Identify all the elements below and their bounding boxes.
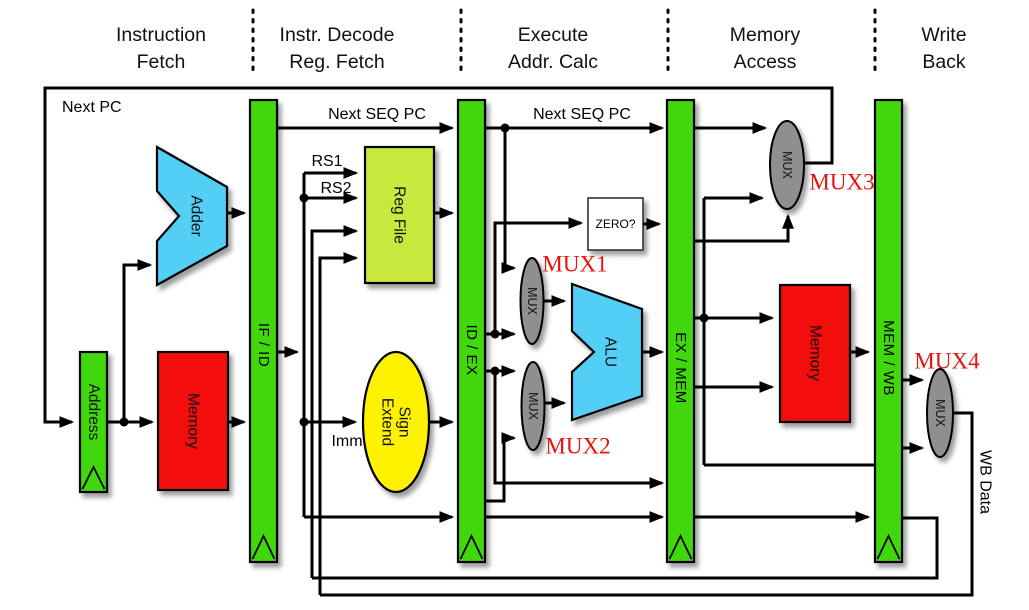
label-zero-test: ZERO? [595, 217, 635, 231]
label-sign-extend-line1: Sign [396, 406, 413, 437]
wire-nextseq-to-mux1 [501, 128, 517, 274]
label-rs2: RS2 [320, 180, 351, 197]
junction-pc [119, 417, 129, 427]
wire-wb-data-loop [320, 411, 974, 597]
pipeline-register-id-ex [456, 98, 487, 564]
label-imm: Imm [331, 433, 362, 450]
clock-triangles [81, 464, 901, 560]
label-mem-wb: MEM / WB [880, 320, 897, 396]
wire-write-data [318, 252, 359, 595]
junction-b-operand [490, 366, 500, 376]
block-labels: IF / ID ID / EX EX / MEM MEM / WB Addres… [85, 151, 947, 449]
label-rs1: RS1 [311, 153, 342, 170]
wire-a-to-zero [493, 217, 584, 334]
label-sign-extend-line2: Extend [379, 398, 396, 446]
data-memory [778, 283, 852, 424]
label-alu: ALU [602, 337, 619, 367]
pipeline-register-if-id [248, 98, 279, 564]
junction-a-operand [490, 329, 500, 339]
label-reg-file: Reg File [391, 186, 408, 244]
wire-next-pc-loop [43, 86, 834, 428]
junction-alu-result [699, 313, 709, 323]
label-mux3: MUX [780, 151, 794, 179]
stage-title-decode-line1: Instr. Decode [280, 24, 395, 46]
wire-rd-loop [312, 516, 939, 580]
label-ex-mem: EX / MEM [672, 332, 689, 404]
register-file [363, 145, 436, 285]
stage-title-memory-line2: Access [734, 51, 797, 73]
wire-write-register [310, 225, 359, 578]
stage-title-writeback-line2: Back [922, 51, 966, 73]
pipeline-register-mem-wb [873, 98, 904, 564]
label-mux2: MUX [526, 392, 540, 420]
stage-title-execute-line1: Execute [518, 24, 588, 46]
label-wb-data: WB Data [977, 450, 994, 514]
clock-triangle-address [81, 464, 106, 490]
annotation-mux4: MUX4 [914, 349, 980, 374]
stage-separators [251, 8, 877, 78]
clock-triangle-mem-wb [876, 533, 901, 560]
stage-title-decode-line2: Reg. Fetch [289, 51, 384, 73]
label-id-ex: ID / EX [463, 324, 480, 375]
label-mux4: MUX [933, 399, 947, 427]
stage-title-instruction-fetch-line2: Fetch [137, 51, 186, 73]
label-next-seq-pc-ex: Next SEQ PC [533, 106, 631, 123]
wire-b-bypass-to-exmem [493, 371, 665, 489]
mux-annotations: MUX1 MUX2 MUX3 MUX4 [542, 170, 980, 459]
clock-triangle-if-id [251, 533, 276, 560]
mux3 [769, 120, 805, 210]
stage-title-writeback-line1: Write [921, 24, 966, 46]
wire-imm-to-mux2 [485, 432, 517, 503]
annotation-mux1: MUX1 [542, 252, 607, 277]
clock-triangle-ex-mem [668, 533, 693, 560]
label-instruction-memory: Memory [185, 393, 202, 449]
pipeline-register-ex-mem [665, 98, 696, 564]
junction-rs2 [299, 193, 309, 203]
stage-headers: Instruction Fetch Instr. Decode Reg. Fet… [116, 24, 967, 73]
junction-nextseq [500, 123, 510, 133]
wires [43, 86, 974, 597]
label-data-memory: Memory [807, 325, 824, 381]
stage-title-execute-line2: Addr. Calc [508, 51, 598, 73]
label-mux1: MUX [525, 287, 539, 315]
label-address: Address [85, 384, 102, 441]
instruction-memory [156, 350, 230, 492]
alu [570, 282, 644, 422]
label-adder: Adder [188, 195, 205, 236]
adder [155, 145, 229, 287]
label-if-id: IF / ID [255, 323, 272, 367]
stage-title-instruction-fetch-line1: Instruction [116, 24, 206, 46]
clock-triangle-id-ex [459, 533, 484, 560]
wire-labels: Next PC Next SEQ PC Next SEQ PC RS1 RS2 … [62, 99, 994, 514]
annotation-mux3: MUX3 [809, 170, 874, 195]
label-next-pc: Next PC [62, 99, 122, 116]
annotation-mux2: MUX2 [545, 434, 610, 459]
mux2 [520, 361, 546, 451]
junction-imm [299, 417, 309, 427]
wire-pc-to-adder [122, 259, 153, 422]
wire-zero-select-to-mux3 [694, 213, 794, 243]
label-next-seq-pc-id: Next SEQ PC [328, 106, 426, 123]
stage-title-memory-line1: Memory [730, 24, 801, 46]
